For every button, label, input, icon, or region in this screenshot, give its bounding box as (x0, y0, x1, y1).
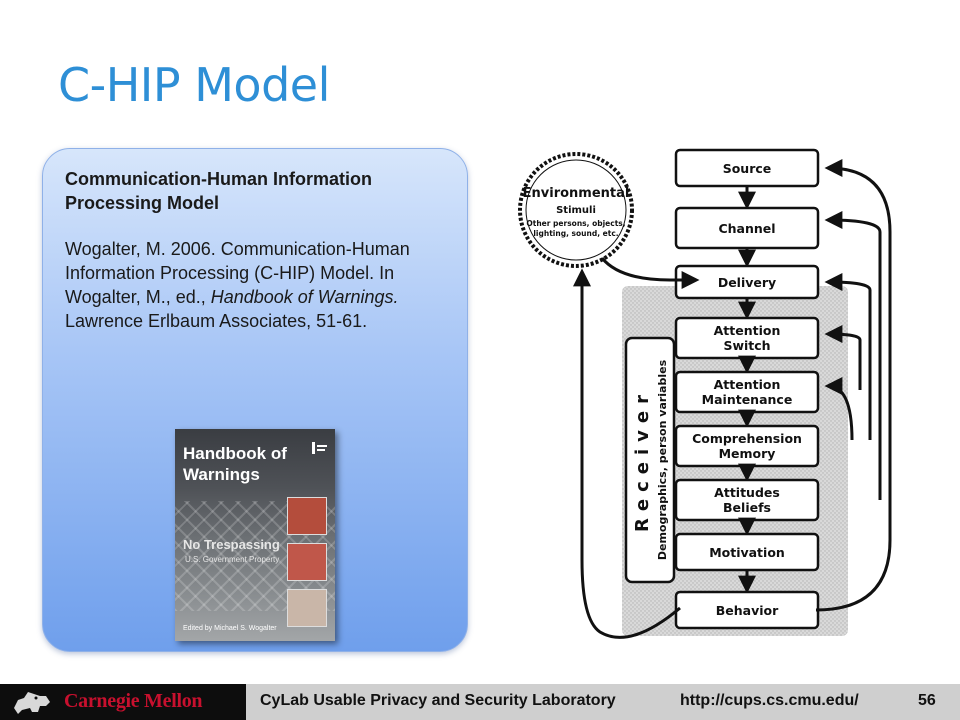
book-sign-subtext: U.S. Government Property (185, 555, 280, 564)
feedback-arrow-2 (824, 211, 882, 500)
feedback-arrow-4 (824, 325, 862, 390)
slide-title: C-HIP Model (58, 58, 330, 112)
reference-citation: Wogalter, M. 2006. Communication-Human I… (65, 237, 450, 333)
book-cover-title: Handbook of Warnings (183, 444, 287, 484)
environmental-to-delivery-arrow (600, 257, 700, 289)
reference-box: Communication-Human Information Processi… (42, 148, 468, 652)
warning-photo-thumbnail (287, 497, 327, 535)
stage-boxes: SourceChannelDeliveryAttentionSwitchAtte… (674, 148, 820, 630)
receiver-subtitle: Demographics, person variables (656, 359, 669, 560)
stage-label-0: Source (723, 161, 772, 176)
flow-arrows (573, 159, 892, 639)
footer-lab-name: CyLab Usable Privacy and Security Labora… (260, 692, 616, 709)
footer-logo-area: Carnegie Mellon (0, 684, 246, 720)
book-sign-text: No Trespassing (183, 537, 280, 552)
environmental-stimuli-circle (518, 152, 634, 268)
stage-sublabel-3: Switch (723, 338, 770, 353)
stage-label-4: Attention (714, 377, 781, 392)
citation-publisher: Lawrence Erlbaum Associates, 51-61. (65, 311, 368, 331)
book-editor: Edited by Michael S. Wogalter (183, 625, 277, 632)
feedback-arrow-5 (824, 377, 854, 441)
stage-sublabel-6: Beliefs (723, 500, 771, 515)
environmental-detail-1: Other persons, objects, (526, 219, 625, 228)
stage-label-7: Motivation (709, 545, 785, 560)
environmental-subtitle: Stimuli (556, 205, 596, 216)
receiver-label-box (624, 336, 676, 584)
slide-page-number: 56 (918, 692, 936, 709)
stage-label-5: Comprehension (692, 431, 802, 446)
chip-model-diagram: Receiver Demographics, person variables … (518, 148, 892, 639)
feedback-arrow-outer (815, 159, 892, 612)
reference-heading: Communication-Human Information Processi… (65, 169, 372, 213)
environmental-title: Environmental (523, 186, 630, 201)
stage-label-1: Channel (718, 221, 775, 236)
stage-label-3: Attention (714, 323, 781, 338)
environmental-detail-2: lighting, sound, etc. (533, 229, 618, 238)
footer-bar: CyLab Usable Privacy and Security Labora… (246, 684, 960, 720)
book-cover-image: Handbook of Warnings No Trespassing U.S.… (175, 429, 335, 641)
stage-sublabel-5: Memory (719, 446, 776, 461)
citation-book-title: Handbook of Warnings. (210, 287, 399, 307)
stage-label-8: Behavior (716, 603, 779, 618)
stage-label-6: Attitudes (714, 485, 780, 500)
cmu-scotty-dog-icon (14, 692, 50, 714)
footer-url-link[interactable]: http://cups.cs.cmu.edu/ (680, 692, 859, 709)
railroad-crossing-thumbnail (287, 589, 327, 627)
receiver-title: Receiver (632, 388, 653, 532)
footer: Carnegie Mellon CyLab Usable Privacy and… (0, 684, 960, 720)
stage-label-2: Delivery (718, 275, 776, 290)
behavior-to-environmental-arrow (573, 268, 681, 639)
warning-photo-thumbnail (287, 543, 327, 581)
citation-text: Wogalter, M. 2006. Communication-Human I… (65, 239, 410, 307)
publisher-mark-icon (312, 442, 327, 454)
feedback-arrow-3 (824, 273, 872, 440)
cmu-logo-text: Carnegie Mellon (64, 690, 203, 712)
stage-sublabel-4: Maintenance (702, 392, 793, 407)
